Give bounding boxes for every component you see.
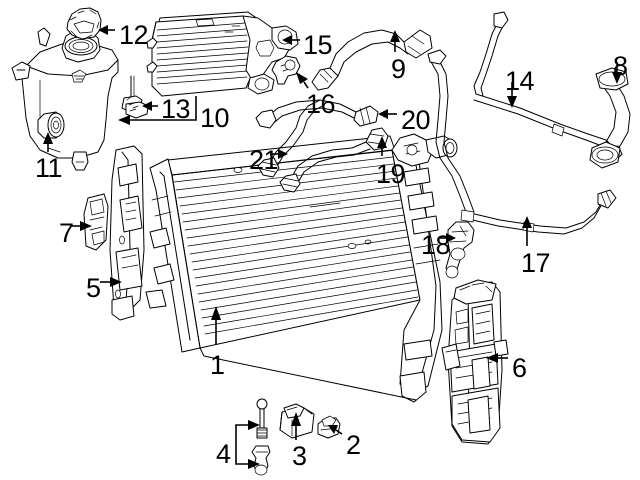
- callout-label-6: 6: [512, 353, 527, 383]
- expansion-tank-cap-part: [66, 7, 102, 40]
- small-hose-19: [279, 127, 389, 193]
- radiator-part: [145, 133, 458, 403]
- small-hose-21: [257, 99, 325, 178]
- oil-cooler-bracket-part: [271, 55, 301, 85]
- upper-radiator-hose-8: [589, 67, 631, 169]
- callout-label-1: 1: [210, 350, 225, 380]
- coolant-level-sensor-part: [121, 75, 149, 119]
- expansion-tank-part: [11, 27, 119, 171]
- callout-label-20: 20: [401, 105, 431, 135]
- coolant-hose-9: [311, 29, 433, 91]
- callout-label-18: 18: [421, 230, 451, 260]
- bracket-part: [83, 193, 109, 251]
- callout-label-12: 12: [119, 20, 149, 50]
- engine-oil-cooler-part: [146, 11, 299, 97]
- right-air-guide-part: [441, 279, 509, 445]
- callout-label-7: 7: [59, 218, 74, 248]
- callout-label-16: 16: [306, 89, 336, 119]
- callout-label-21: 21: [249, 145, 279, 175]
- callout-label-13: 13: [161, 94, 191, 124]
- callout-label-9: 9: [391, 54, 406, 84]
- callout-label-11: 11: [35, 153, 63, 183]
- callout-label-4: 4: [216, 439, 231, 469]
- pin-and-bushing-part: [251, 398, 271, 476]
- lower-vent-line-17: [427, 49, 617, 235]
- left-air-guide-part: [109, 145, 145, 321]
- callout-label-2: 2: [346, 430, 361, 460]
- callout-label-3: 3: [292, 441, 307, 471]
- callout-label-19: 19: [376, 159, 406, 189]
- callout-label-15: 15: [303, 30, 333, 60]
- callout-label-14: 14: [505, 66, 535, 96]
- callout-label-10: 10: [200, 103, 230, 133]
- small-hose-20: [255, 99, 379, 129]
- leader-lines: [43, 25, 622, 469]
- callout-label-8: 8: [613, 51, 628, 81]
- callout-label-5: 5: [86, 273, 101, 303]
- grommet-part: [37, 111, 65, 139]
- connector-fitting-18: [445, 221, 475, 279]
- clip-retainer-part: [317, 415, 341, 439]
- callout-label-17: 17: [521, 248, 551, 278]
